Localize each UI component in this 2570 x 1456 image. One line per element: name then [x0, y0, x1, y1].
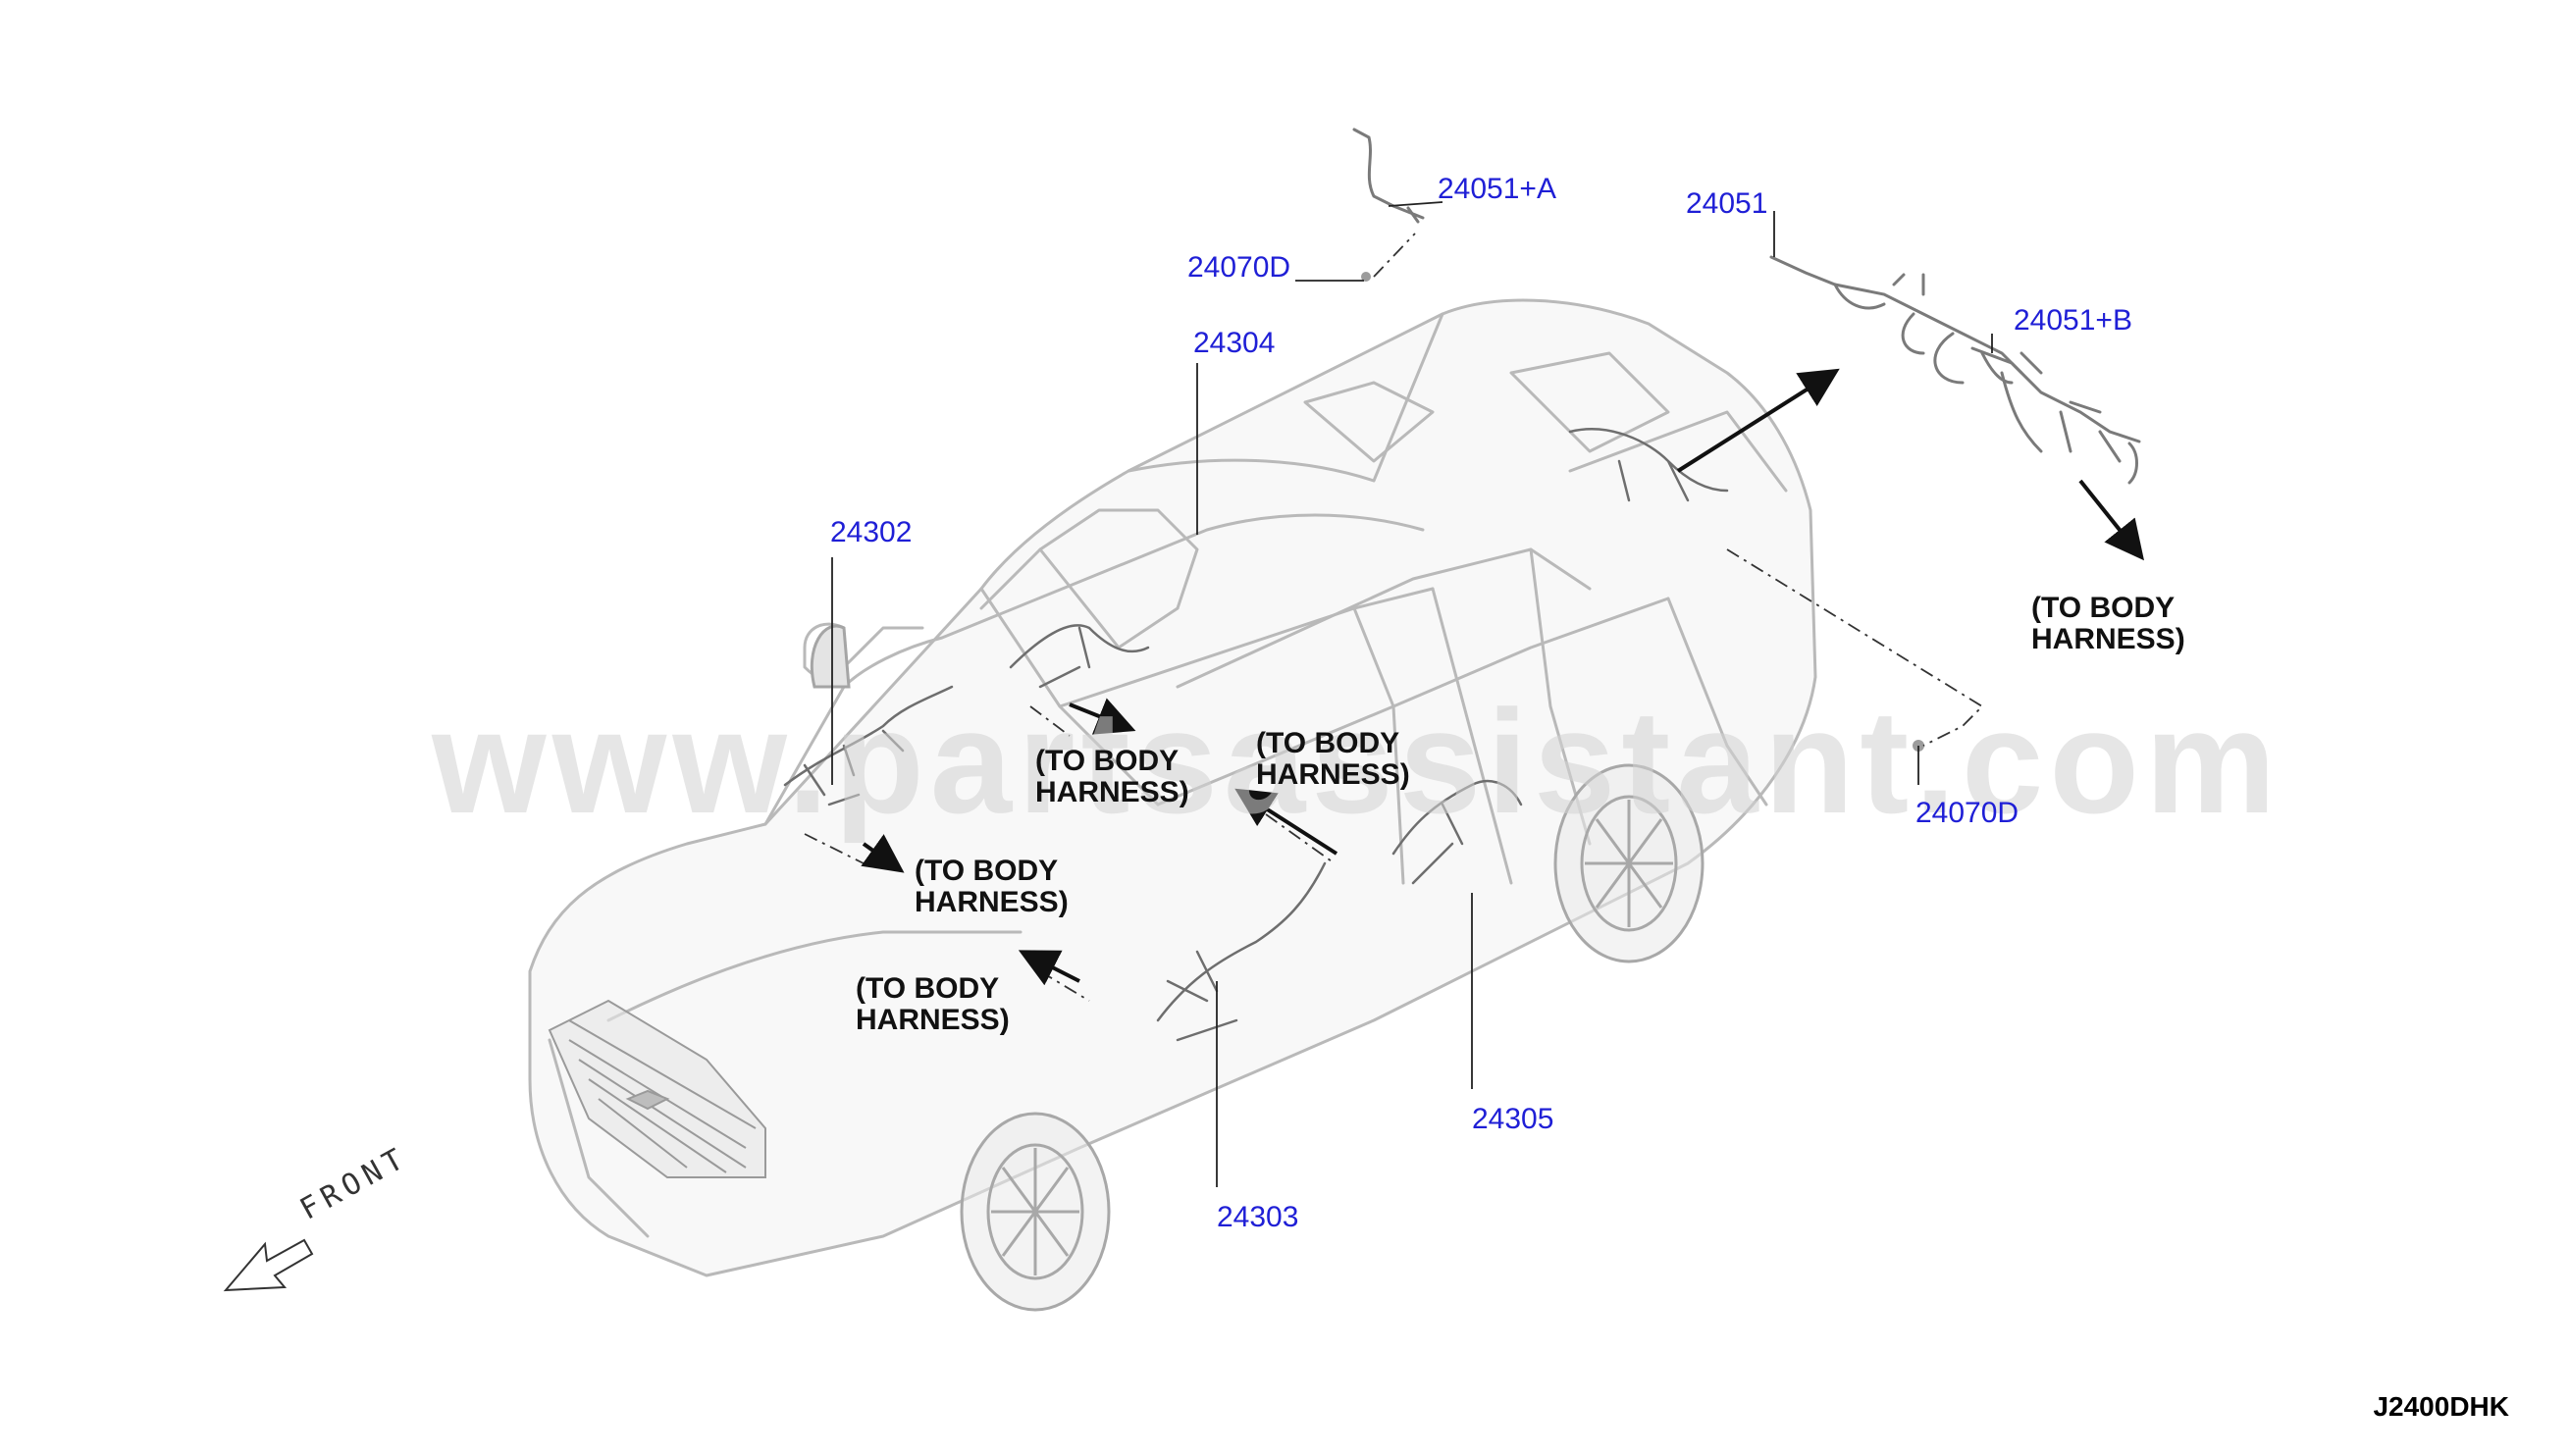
connector-24070D-top	[1361, 272, 1371, 282]
note-to-body-harness-middle: (TO BODY HARNESS)	[1256, 727, 1410, 792]
side-mirror	[810, 624, 851, 689]
callout-24302[interactable]: 24302	[830, 516, 913, 548]
note-to-body-harness-front: (TO BODY HARNESS)	[915, 855, 1069, 919]
harness-wiring	[783, 428, 1729, 1042]
callout-24051A[interactable]: 24051+A	[1438, 173, 1556, 205]
direction-arrows	[861, 368, 2144, 986]
wheels	[960, 763, 1705, 1312]
callout-24070D-right[interactable]: 24070D	[1915, 797, 2019, 829]
diagram-code: J2400DHK	[2373, 1391, 2509, 1422]
leader-lines	[831, 201, 1993, 1187]
harness-24051	[1769, 255, 2023, 385]
note-to-body-harness-lower: (TO BODY HARNESS)	[856, 972, 1010, 1037]
note-to-body-harness-rear: (TO BODY HARNESS)	[2031, 592, 2185, 656]
callout-24051B[interactable]: 24051+B	[2014, 304, 2132, 337]
callout-24304[interactable]: 24304	[1193, 327, 1276, 359]
vehicle-outline	[528, 298, 1817, 1277]
callout-24051[interactable]: 24051	[1686, 187, 1768, 220]
callout-24305[interactable]: 24305	[1472, 1103, 1554, 1135]
harness-24051B	[1970, 346, 2141, 485]
callout-24070D-top[interactable]: 24070D	[1187, 251, 1291, 284]
harness-24051A	[1352, 128, 1425, 224]
watermark: www.partsassistant.com	[432, 679, 2282, 844]
callout-24303[interactable]: 24303	[1217, 1201, 1299, 1233]
front-arrow-icon	[223, 1238, 314, 1292]
front-grille	[548, 999, 766, 1178]
note-to-body-harness-center: (TO BODY HARNESS)	[1035, 745, 1189, 809]
